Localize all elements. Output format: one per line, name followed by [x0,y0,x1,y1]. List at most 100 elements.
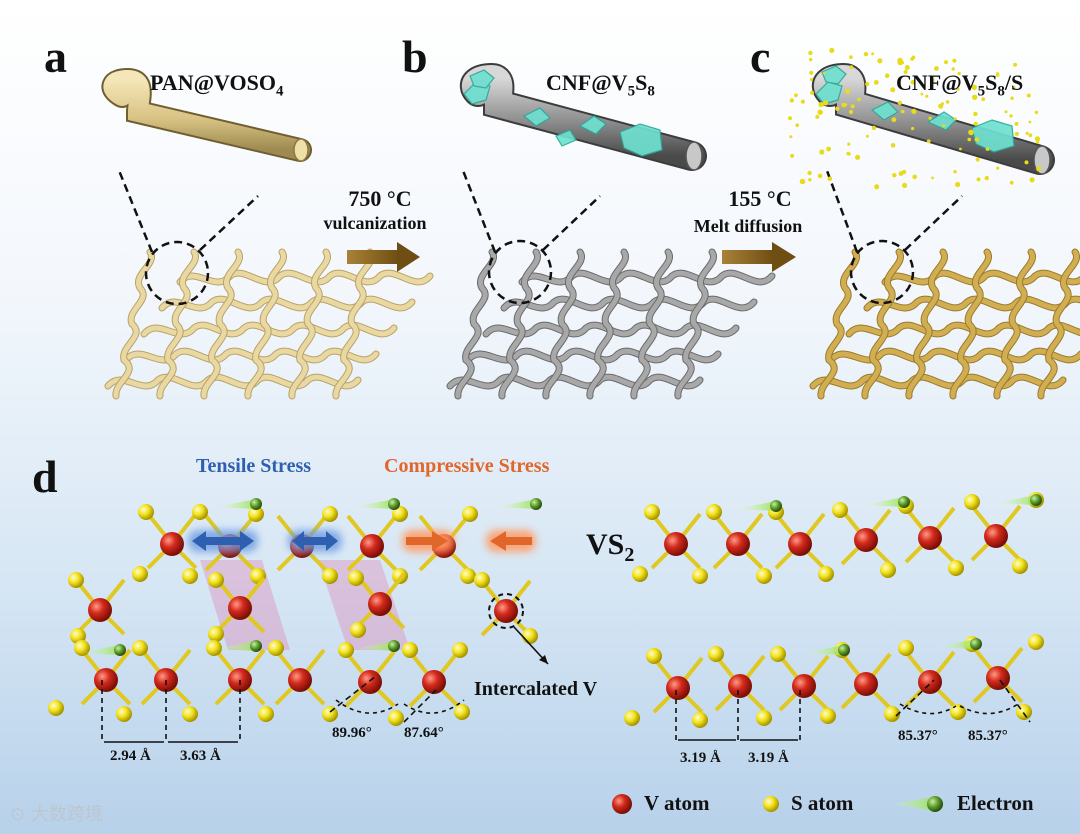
sulfur-dot [822,71,826,75]
s-atom [884,706,900,722]
sulfur-dot [953,170,957,174]
legend-v-atom: V atom [644,791,710,815]
s-atom [138,504,154,520]
watermark-text: 大数跨境 [30,804,103,825]
v-atom [228,596,252,620]
sulfur-dot [822,100,829,106]
sulfur-dot [945,100,950,104]
s-atom [692,712,708,728]
sulfur-dot [850,104,855,109]
title-b: CNF@V5S8 [546,70,655,100]
electron-tail [496,499,536,509]
sulfur-dot [810,90,815,95]
fiber-strand-h [519,270,775,285]
legend-electron-icon [927,796,943,812]
sulfur-dot [809,70,814,75]
v-atom [726,532,750,556]
electron [250,640,262,652]
s-atom [132,566,148,582]
s-atom [948,560,964,576]
vs2-main: VS [586,528,625,561]
sulfur-dot [891,117,897,123]
fiber-strand-v [994,249,1035,399]
vs2-sub: 2 [624,544,635,566]
sulfur-dot [794,93,798,98]
compressive-stress-label: Compressive Stress [384,455,550,477]
v5s8-crystals-c [815,65,1015,153]
pan-voso4-fiber [101,67,312,162]
sulfur-dot [976,177,981,182]
sulfur-dot [790,153,795,158]
process-arrow-1 [347,242,420,272]
sulfur-dot [904,65,910,70]
sulfur-dot [1014,121,1019,126]
angle-arc [335,699,399,714]
s-atom [402,642,418,658]
v-atom [792,674,816,698]
sulfur-dot [971,84,977,91]
v-atom [368,592,392,616]
s-atom [756,568,772,584]
sulfur-dot [1010,96,1014,100]
sulfur-dot [934,66,939,71]
v-atom [854,672,878,696]
sulfur-dot [865,81,870,87]
sulfur-dot [800,99,806,104]
tensile-stress-arrows [188,530,342,552]
sulfur-cnf-fiber-mesh [809,248,1080,400]
electron [250,498,262,510]
v-atom [494,599,518,623]
electron-tail [736,501,776,511]
process-arrow-2 [722,242,796,272]
title-c-s1: 5 [977,83,986,100]
s-atom [880,562,896,578]
angle-guide [999,679,1031,723]
legend-electron-tail [890,797,934,811]
watermark: ⊙ 大数跨境 [10,800,103,826]
s-atom [132,640,148,656]
panel-label-b: b [402,31,428,82]
title-c-p2: S [985,70,998,95]
fiber-strand-v [289,249,330,399]
right-distance-2: 3.19 Å [748,750,789,766]
sulfur-dot [848,109,854,115]
v-atom [360,534,384,558]
panel-label-c: c [750,31,771,82]
v-atom [88,598,112,622]
sulfur-dot [789,98,794,103]
sulfur-dot [975,157,980,162]
s-atom [182,568,198,584]
watermark-icon: ⊙ [10,804,26,825]
title-b-p2: S [635,70,648,95]
fiber-strand-h [123,348,379,363]
s-atom [206,640,222,656]
cnf-fiber-mesh [446,248,776,400]
cnf-v5s8-s-fiber [788,47,1055,190]
s-atom [646,648,662,664]
s-atom [1028,634,1044,650]
legend-v-atom-icon [612,794,632,814]
sulfur-dot [857,97,861,102]
legend-symbols [612,794,943,814]
s-atom [192,504,208,520]
sulfur-dot [973,121,978,126]
v-atom [160,532,184,556]
sulfur-dot [910,79,916,85]
sulfur-dot [984,175,989,181]
sulfur-dot [974,137,979,142]
sulfur-dot [973,111,978,117]
left-distance-1: 2.94 Å [110,748,151,764]
sulfur-dot [1026,93,1031,98]
sulfur-dot [897,100,903,106]
sulfur-dot [849,55,853,59]
strain-glow [318,560,410,650]
sulfur-dot [884,73,890,78]
sulfur-dot [1009,180,1014,185]
s-atom [258,706,274,722]
fiber-strand-v [113,249,154,399]
vs2-label: VS2 [586,528,634,567]
title-c: CNF@V5S8/S [896,70,1023,100]
fiber-strand-h [447,374,703,389]
sulfur-dot [871,52,875,56]
